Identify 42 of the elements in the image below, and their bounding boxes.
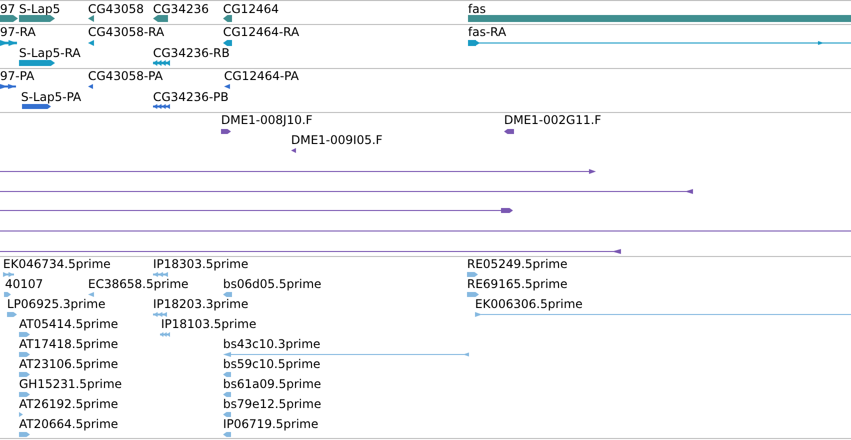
est-label: IP18203.3prime: [153, 297, 248, 311]
est-label: AT20664.5prime: [19, 417, 118, 431]
est-label: bs43c10.3prime: [223, 337, 320, 351]
transcript-label: 97-RA: [0, 25, 36, 39]
est-label: IP18103.5prime: [161, 317, 256, 331]
protein-label: 97-PA: [0, 69, 34, 83]
protein-label: CG12464-PA: [224, 69, 299, 83]
est-label: GH15231.5prime: [19, 377, 122, 391]
est-label: AT17418.5prime: [19, 337, 118, 351]
est-label: RE05249.5prime: [467, 257, 568, 271]
clone-label: DME1-002G11.F: [504, 113, 602, 127]
est-label: LP06925.3prime: [7, 297, 106, 311]
est-label: 40107: [5, 277, 44, 291]
gene-label: fas: [468, 2, 486, 16]
transcript-label: CG43058-RA: [88, 25, 164, 39]
est-label: EC38658.5prime: [88, 277, 189, 291]
est-label: bs06d05.5prime: [223, 277, 322, 291]
est-label: bs79e12.5prime: [223, 397, 322, 411]
est-label: IP18303.5prime: [153, 257, 248, 271]
est-label: IP06719.5prime: [223, 417, 318, 431]
transcript-label: fas-RA: [468, 25, 506, 39]
est-label: RE69165.5prime: [467, 277, 568, 291]
clone-label: DME1-008J10.F: [221, 113, 313, 127]
transcript-label: CG34236-RB: [153, 46, 230, 60]
est-label: bs61a09.5prime: [223, 377, 322, 391]
gene-label: CG12464: [223, 2, 279, 16]
est-label: EK046734.5prime: [3, 257, 111, 271]
protein-label: CG43058-PA: [88, 69, 163, 83]
est-label: AT23106.5prime: [19, 357, 118, 371]
protein-label: CG34236-PB: [153, 90, 229, 104]
est-label: AT26192.5prime: [19, 397, 118, 411]
gene-label: CG34236: [153, 2, 209, 16]
gene-label: CG43058: [88, 2, 144, 16]
transcript-label: CG12464-RA: [223, 25, 300, 39]
gene-label: S-Lap5: [19, 2, 60, 16]
clone-label: DME1-009I05.F: [291, 133, 383, 147]
transcript-label: S-Lap5-RA: [19, 46, 81, 60]
gene-label: 97: [0, 2, 16, 16]
protein-label: S-Lap5-PA: [21, 90, 82, 104]
est-label: bs59c10.5prime: [223, 357, 320, 371]
est-label: EK006306.5prime: [475, 297, 583, 311]
est-label: AT05414.5prime: [19, 317, 118, 331]
